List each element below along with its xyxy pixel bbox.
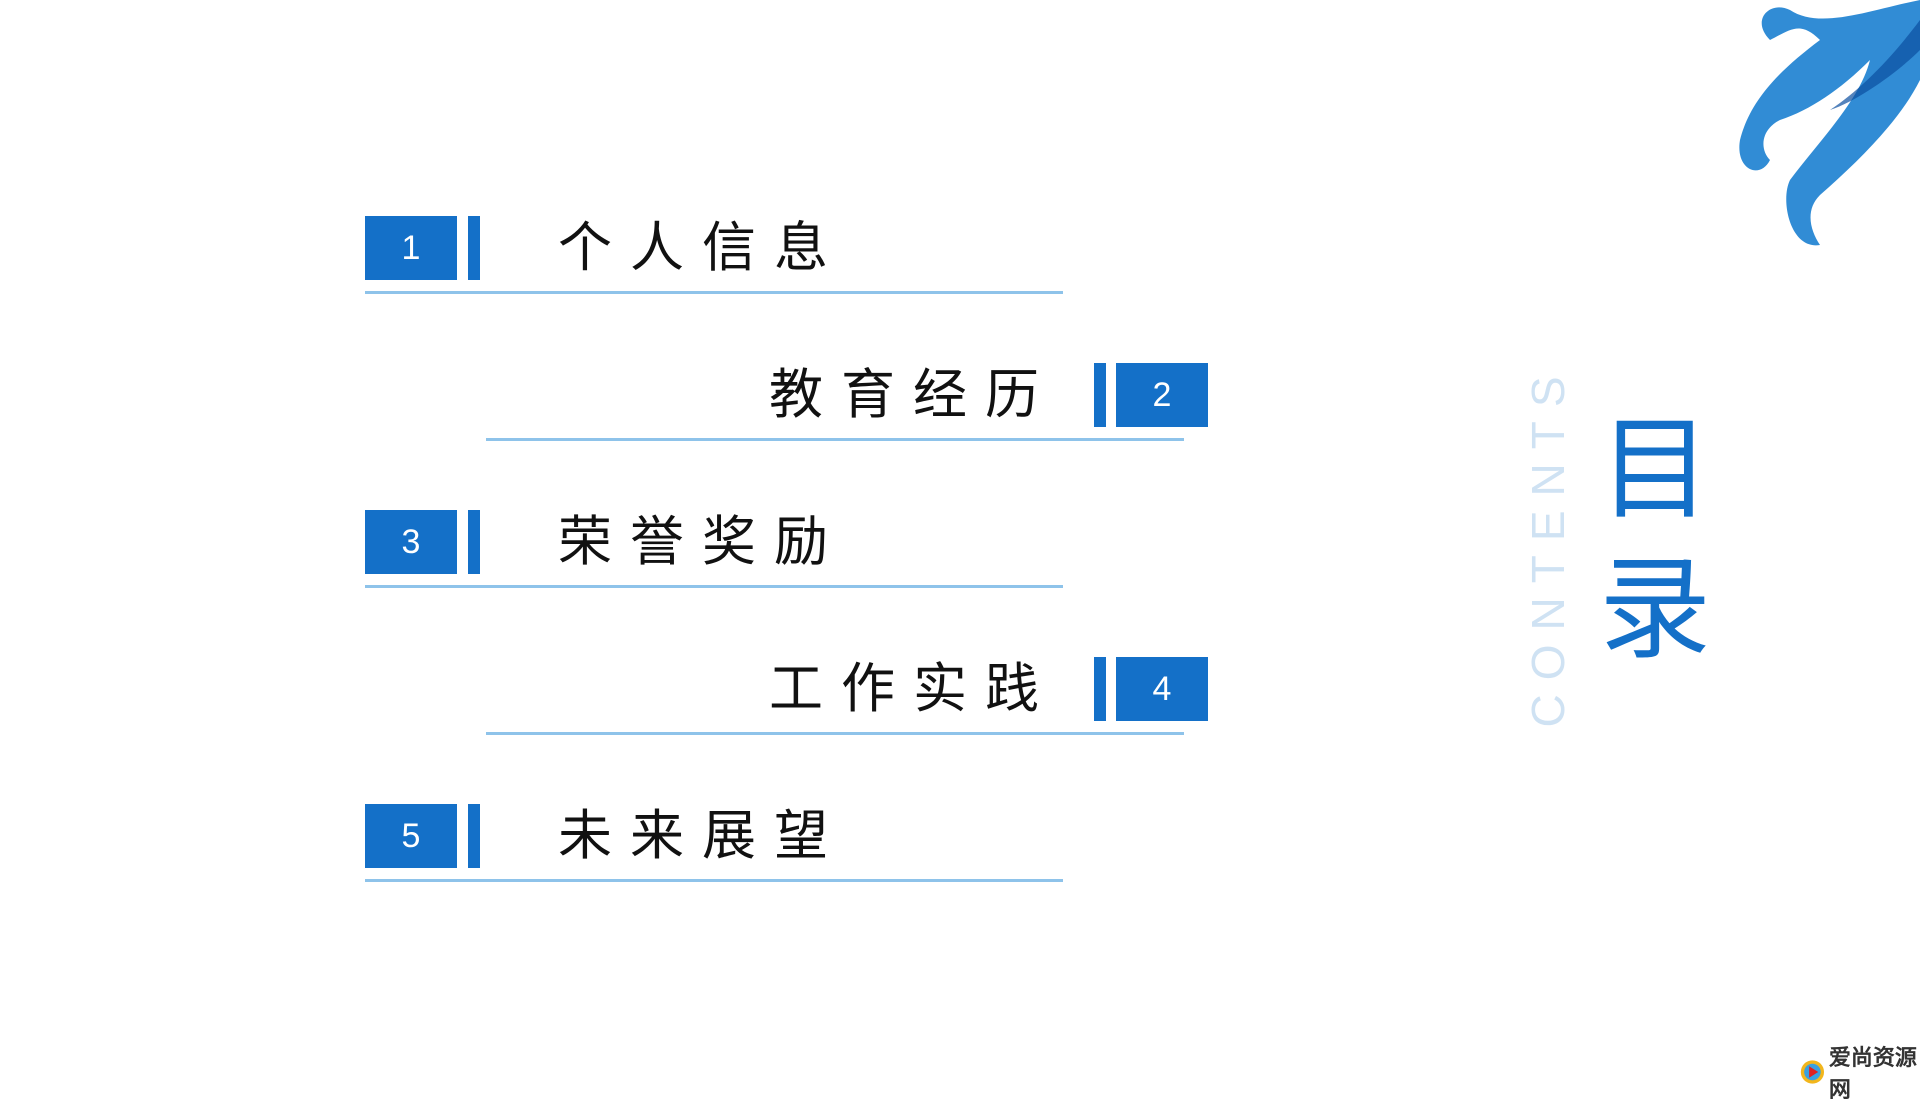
- item-number: 4: [1116, 657, 1208, 721]
- accent-bar: [1094, 657, 1106, 721]
- divider: [486, 732, 1184, 735]
- item-number: 2: [1116, 363, 1208, 427]
- item-label: 教育经历: [769, 363, 1057, 426]
- watermark-text: 爱尚资源网: [1828, 1045, 1917, 1103]
- item-number: 1: [365, 216, 457, 280]
- accent-bar: [468, 804, 480, 868]
- divider: [365, 585, 1063, 588]
- watermark: 爱尚资源网: [1800, 1040, 1920, 1104]
- divider: [365, 879, 1063, 882]
- toc-item-1[interactable]: 1 个人信息: [0, 216, 1920, 296]
- play-logo-icon: [1800, 1060, 1825, 1084]
- item-label: 荣誉奖励: [558, 510, 846, 573]
- item-label: 个人信息: [558, 216, 846, 279]
- item-number: 3: [365, 510, 457, 574]
- item-label: 工作实践: [769, 657, 1057, 720]
- toc-item-4[interactable]: 4 工作实践: [0, 657, 1920, 737]
- accent-bar: [468, 510, 480, 574]
- page-title: 目录: [1599, 405, 1711, 675]
- toc-item-5[interactable]: 5 未来展望: [0, 804, 1920, 884]
- contents-subtitle: CONTENTS: [1522, 362, 1574, 728]
- divider: [486, 438, 1184, 441]
- divider: [365, 291, 1063, 294]
- toc-item-3[interactable]: 3 荣誉奖励: [0, 510, 1920, 590]
- watercolor-tentacle-decoration: [1739, 0, 1920, 246]
- accent-bar: [1094, 363, 1106, 427]
- item-label: 未来展望: [558, 804, 846, 867]
- item-number: 5: [365, 804, 457, 868]
- accent-bar: [468, 216, 480, 280]
- toc-item-2[interactable]: 2 教育经历: [0, 363, 1920, 443]
